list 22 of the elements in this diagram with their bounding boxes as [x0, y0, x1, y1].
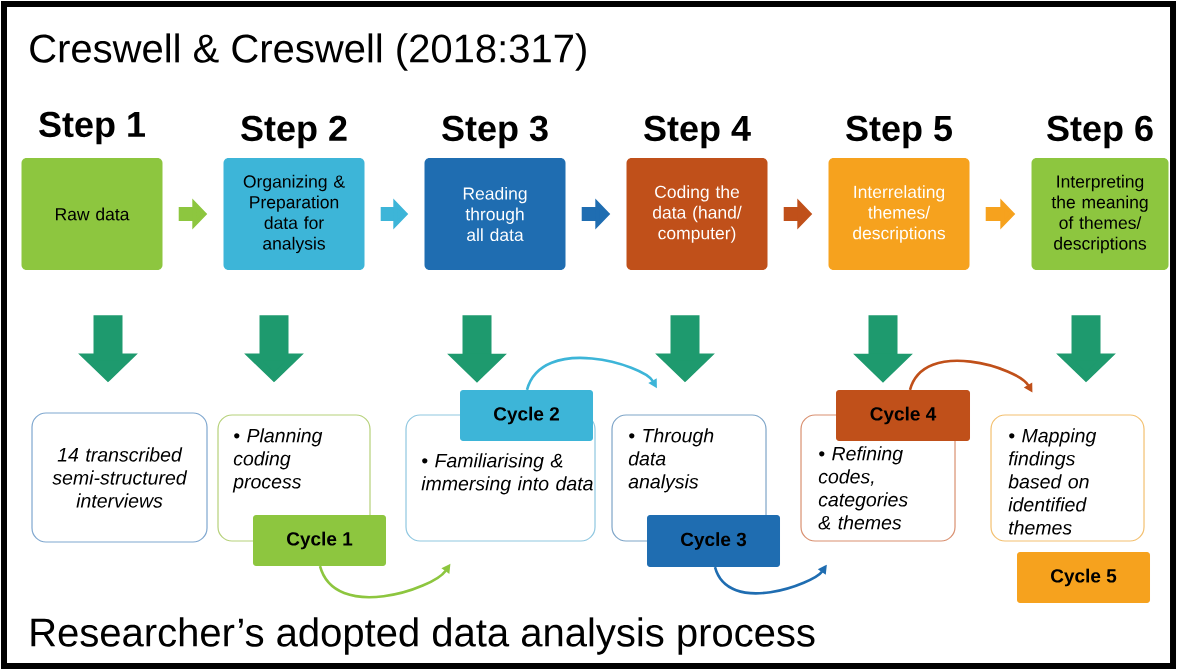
- node-label: Step 1: [39, 111, 145, 145]
- cycle-label: Cycle 3: [647, 515, 780, 567]
- step-box: Step 3 Reading through all data: [424, 115, 566, 270]
- text-box: • Mapping findings based on identified themes: [990, 414, 1145, 542]
- curved-arrow: [525, 356, 657, 391]
- node-label: Step 3: [442, 115, 548, 149]
- node-label: Step 6: [1047, 115, 1153, 149]
- step-box: Step 5 Interrelating themes/ descriptions: [828, 115, 970, 270]
- cycle-label: Cycle 4: [836, 390, 970, 441]
- step-box: Step 6 Interpreting the meaning of themes/ descriptions: [1031, 115, 1169, 270]
- step-box: Step 2 Organizing & Preparation data for analysis: [223, 115, 365, 270]
- caption: Researcher’s adopted data analysis process: [31, 617, 815, 655]
- node-label: Step 2: [241, 115, 347, 149]
- cycle-label: Cycle 1: [253, 515, 386, 566]
- cycle-label: Cycle 5: [1017, 552, 1150, 603]
- title: Creswell & Creswell (2018:317): [30, 33, 586, 71]
- text-box: 14 transcribed semi-structured interviews: [31, 412, 208, 543]
- step-box: Step 4 Coding the data (hand/ computer): [626, 115, 768, 270]
- cycle-label: Cycle 2: [460, 390, 593, 441]
- node-label: Step 5: [846, 115, 952, 149]
- node-label: Step 4: [644, 115, 751, 149]
- step-box: Step 1 Raw data: [21, 111, 163, 270]
